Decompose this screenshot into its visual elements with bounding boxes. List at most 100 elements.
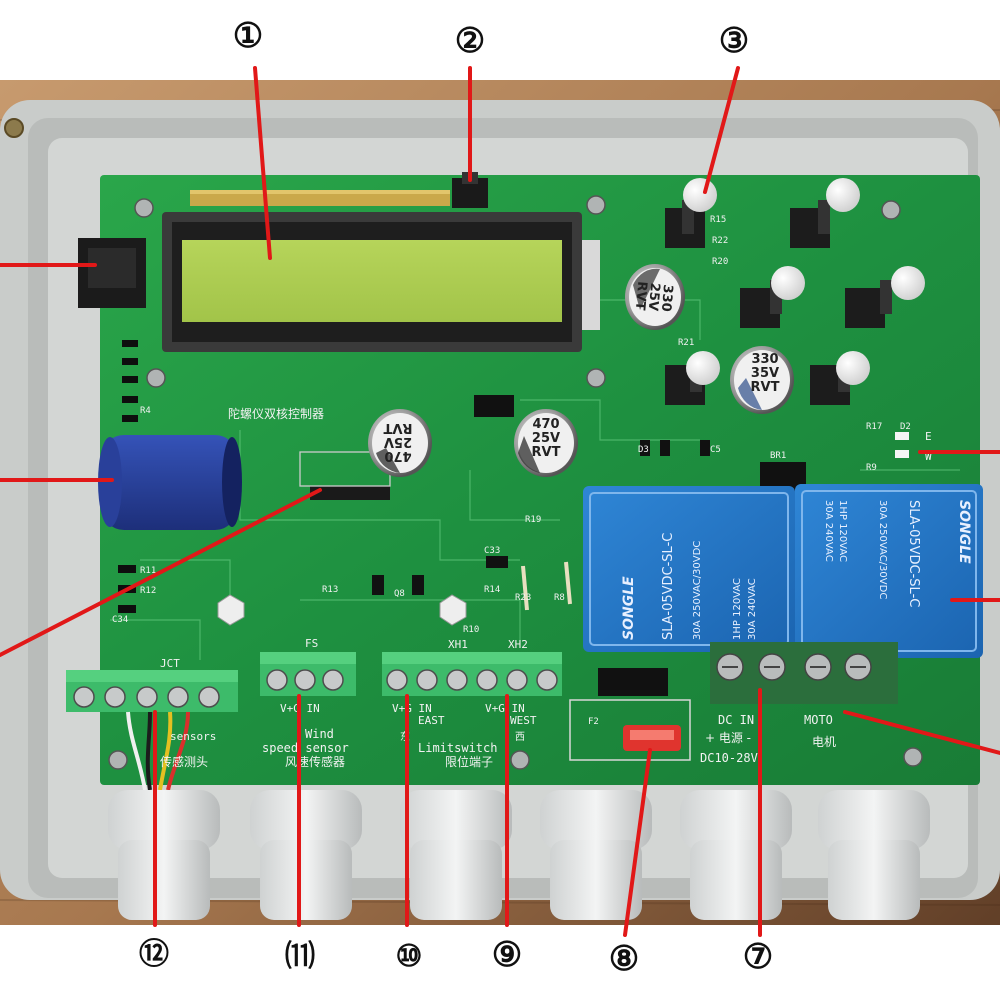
- silk-ref-r13: R13: [322, 585, 338, 595]
- cable-glands: [108, 790, 930, 920]
- silk-ref-r23: R23: [515, 593, 531, 603]
- sensor-wires: [126, 711, 190, 791]
- callout-10: ⑩: [396, 939, 423, 974]
- silkscreen: 陀螺仪双核控制器 JCT FS XH1 XH2 V+G IN V+G IN V+…: [112, 215, 932, 769]
- silk-ref-r11: R11: [140, 566, 156, 576]
- cable-gland-3: [400, 790, 512, 920]
- cable-gland-5: [680, 790, 792, 920]
- silk-power-cn: + 电源 -: [705, 731, 751, 745]
- battery-pack: [98, 435, 242, 530]
- silk-ref-c5: C5: [710, 445, 721, 455]
- callout-3: ③: [719, 21, 749, 61]
- capacitor-c4-label-2: 25V: [532, 431, 560, 446]
- capacitor-c4-label-3: RVT: [532, 445, 561, 460]
- tactile-button-2: [790, 178, 860, 248]
- capacitor-c3-label-2: 25V: [384, 434, 412, 449]
- capacitor-c4: [514, 409, 578, 477]
- relay-2-rating-2: 1HP 120VAC: [837, 500, 848, 562]
- silk-jct: JCT: [160, 657, 180, 670]
- silk-xh1: XH1: [448, 638, 468, 651]
- silk-ref-r8: R8: [554, 593, 565, 603]
- silk-wind-cn: 风速传感器: [285, 754, 345, 769]
- relay-2-model: SLA-05VDC-SL-C: [906, 500, 921, 607]
- blade-fuse: [623, 725, 681, 751]
- callout-9: ⑨: [492, 935, 522, 975]
- status-leds: [895, 432, 909, 458]
- contrast-button: [452, 172, 488, 208]
- capacitor-c2: [730, 346, 794, 414]
- silk-fs: FS: [305, 637, 318, 650]
- enclosure-screw: [4, 118, 24, 138]
- silk-ref-br1: BR1: [770, 451, 786, 461]
- silk-sensor-cn: 传感测头: [160, 754, 208, 769]
- silk-ref-r10: R10: [463, 625, 479, 635]
- callout-11: ⑾: [285, 939, 315, 974]
- capacitor-c3-label-3: RVT: [383, 420, 412, 435]
- lcd-display: [162, 212, 600, 352]
- silk-west-cn: 西: [515, 732, 525, 743]
- terminal-block-sensor: [66, 670, 238, 712]
- relay-2-brand: SONGLE: [956, 500, 972, 564]
- silk-wind-2: speed sensor: [262, 741, 349, 755]
- capacitor-c1-label-1: 330: [658, 284, 675, 312]
- relay-1: [583, 486, 795, 652]
- relay-1-model: SLA-05VDC-SL-C: [661, 533, 676, 640]
- silk-dc-range: DC10-28V: [700, 751, 758, 765]
- silk-ref-r21: R21: [678, 338, 694, 348]
- cable-gland-6: [818, 790, 930, 920]
- cable-gland-4: [540, 790, 652, 920]
- tactile-button-1: [665, 178, 717, 248]
- capacitor-c4-label-1: 470: [532, 417, 559, 432]
- callout-8: ⑧: [609, 939, 639, 979]
- silk-limit: Limitswitch: [418, 741, 497, 755]
- silk-moto: MOTO: [804, 713, 833, 727]
- tactile-button-4: [845, 266, 925, 328]
- callout-2: ②: [455, 21, 485, 61]
- capacitor-c3: [368, 409, 432, 477]
- silk-ref-r22: R22: [712, 236, 728, 246]
- silk-wind-1: Wind: [305, 727, 334, 741]
- silk-ref-r19: R19: [525, 515, 541, 525]
- relay-2-rating-3: 30A 240VAC: [823, 500, 834, 562]
- relay-1-rating-1: 30A 250VAC/30VDC: [692, 541, 703, 640]
- capacitor-c1-label-3: RVT: [632, 281, 649, 311]
- capacitor-c2-label-2: 35V: [751, 366, 779, 381]
- silk-ref-r17: R17: [866, 422, 882, 432]
- silk-xh2: XH2: [508, 638, 528, 651]
- through-hole-resistors: [521, 561, 572, 611]
- capacitor-c2-label-1: 330: [751, 352, 778, 367]
- tactile-button-6: [810, 351, 870, 405]
- silk-ref-r12: R12: [140, 586, 156, 596]
- callout-labels: ① ② ③ ⑫ ⑾ ⑩ ⑨ ⑧ ⑦: [139, 16, 773, 979]
- silk-limit-cn: 限位端子: [445, 754, 493, 769]
- silk-e: E: [925, 430, 932, 443]
- silk-ref-r14: R14: [484, 585, 500, 595]
- silk-ref-r4: R4: [140, 406, 151, 416]
- rj-connector: [78, 238, 146, 308]
- silk-ref-r9: R9: [866, 463, 877, 473]
- cable-gland-2: [250, 790, 362, 920]
- silk-w: W: [925, 450, 932, 463]
- cable-gland-1: [108, 790, 220, 920]
- silk-vgin-west: V+G IN: [485, 702, 525, 715]
- callout-12: ⑫: [139, 937, 169, 972]
- callout-lines: [0, 66, 1000, 937]
- power-motor-terminal: [710, 642, 898, 704]
- silk-ref-c34: C34: [112, 615, 128, 625]
- silk-east: EAST: [418, 714, 445, 727]
- callout-1: ①: [233, 16, 263, 56]
- relay-1-rating-2: 1HP 120VAC: [732, 578, 743, 640]
- silk-ref-r20: R20: [712, 257, 728, 267]
- terminal-block-limit: [382, 652, 562, 696]
- silk-ref-r15: R15: [710, 215, 726, 225]
- capacitor-c2-label-3: RVT: [751, 380, 780, 395]
- silk-ref-d2: D2: [900, 422, 911, 432]
- fuse-holder-outline: [569, 699, 691, 761]
- relay-1-brand: SONGLE: [621, 576, 637, 640]
- capacitor-c3-label-1: 470: [384, 448, 411, 463]
- relay-1-rating-3: 30A 240VAC: [747, 578, 758, 640]
- callout-7: ⑦: [743, 937, 773, 977]
- relay-2-rating-1: 30A 250VAC/30VDC: [877, 500, 888, 599]
- silk-dcin: DC IN: [718, 713, 754, 727]
